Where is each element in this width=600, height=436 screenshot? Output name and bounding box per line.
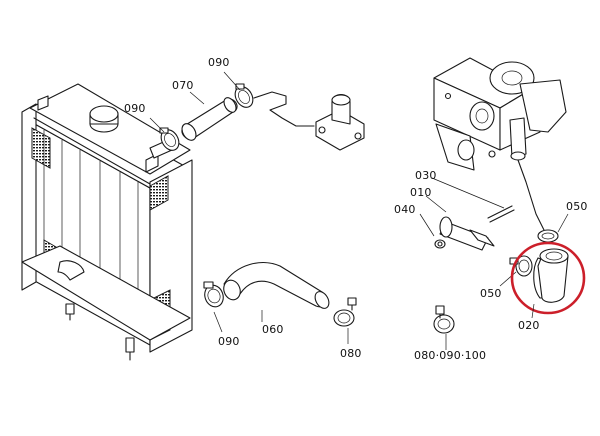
clamp-090-lower — [203, 281, 224, 308]
bypass-hose-020 — [533, 248, 569, 303]
upper-hose-070 — [181, 97, 238, 141]
bypass-assembly-010 — [434, 205, 515, 251]
label-090-left: 090 — [124, 102, 146, 115]
highlight-ring — [510, 241, 586, 315]
label-040: 040 — [394, 203, 416, 216]
thermostat-housing — [315, 93, 365, 151]
clamp-050-lower — [509, 255, 533, 277]
label-070: 070 — [172, 79, 194, 92]
label-080-090-100: 080·090·100 — [414, 349, 487, 362]
label-060: 060 — [262, 323, 284, 336]
clamp-080 — [333, 297, 357, 327]
water-pump-block — [433, 57, 567, 171]
label-090-bottom: 090 — [218, 335, 240, 348]
label-090-top: 090 — [208, 56, 230, 69]
label-050-lower: 050 — [480, 287, 502, 300]
radiator — [21, 83, 193, 361]
clamp-090-upper-right — [234, 83, 254, 108]
label-030: 030 — [415, 169, 437, 182]
clamp-090-upper-left — [159, 127, 180, 151]
label-020: 020 — [518, 319, 540, 332]
label-010: 010 — [410, 186, 432, 199]
lower-hose-060 — [223, 262, 330, 309]
label-080: 080 — [340, 347, 362, 360]
label-050-right: 050 — [566, 200, 588, 213]
clamp-050-upper — [537, 229, 559, 243]
clamp-kit-080-090-100 — [433, 305, 455, 334]
